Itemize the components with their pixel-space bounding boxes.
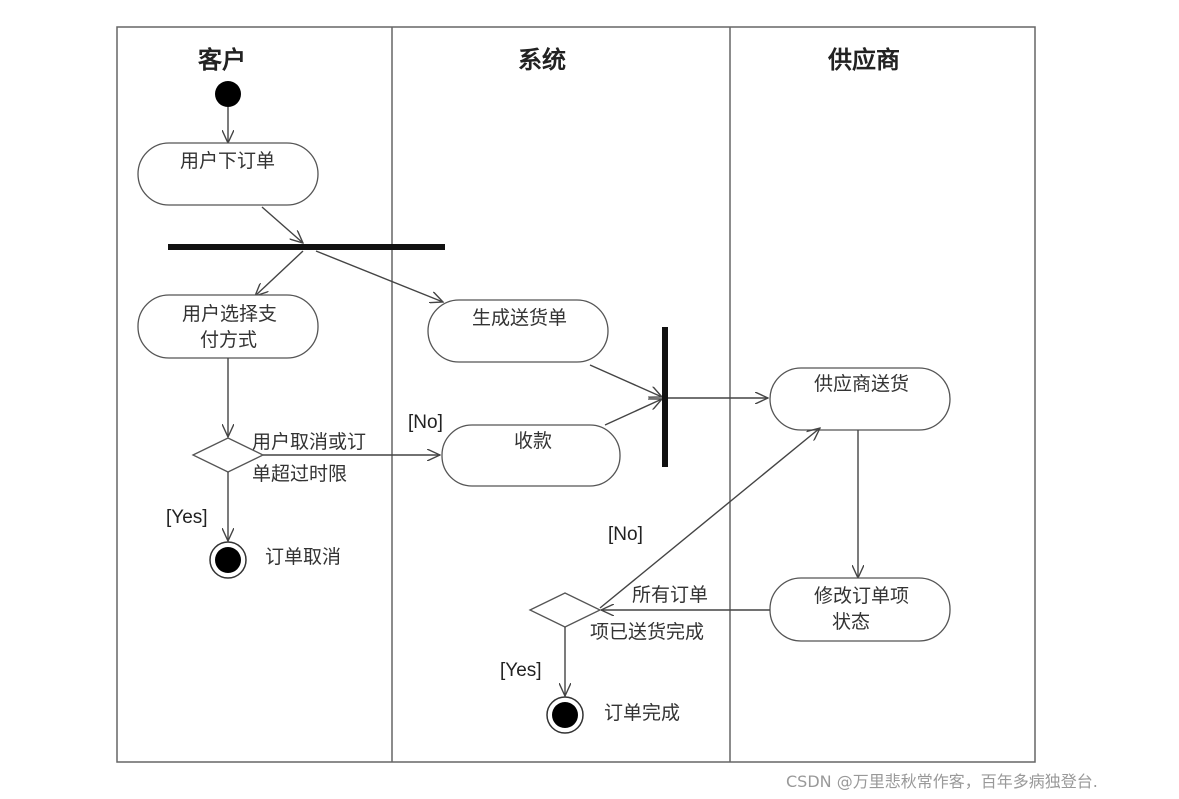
activity-label: 付方式 (200, 329, 257, 351)
watermark: CSDN @万里悲秋常作客，百年多病独登台. (786, 772, 1098, 791)
final-node-completed-core (552, 702, 578, 728)
edge (255, 250, 304, 296)
activity-label: 生成送货单 (472, 307, 567, 329)
activity-label: 状态 (832, 611, 870, 633)
final-label: 订单取消 (265, 546, 341, 568)
activity-label: 供应商送货 (814, 373, 909, 395)
edge (589, 364, 662, 397)
activity-generate-delivery (427, 299, 609, 363)
guard-no: [No] (608, 524, 643, 545)
final-label: 订单完成 (604, 702, 680, 724)
activity-collect-payment (441, 424, 621, 487)
edge (599, 428, 820, 609)
guard-label: 单超过时限 (252, 463, 347, 485)
final-node-cancelled-core (215, 547, 241, 573)
activity-label: 收款 (514, 430, 552, 452)
activity-label: 用户下订单 (180, 150, 275, 172)
edge (315, 250, 443, 302)
edge (261, 206, 303, 243)
edge (604, 399, 662, 426)
activity-label: 修改订单项 (814, 585, 909, 607)
fork-bar (168, 244, 445, 250)
lane-header-supplier: 供应商 (827, 45, 900, 74)
guard-label: 项已送货完成 (590, 621, 704, 643)
initial-node (215, 81, 241, 107)
diagram-frame (116, 26, 1036, 763)
join-bar (662, 327, 668, 467)
guard-yes: [Yes] (500, 660, 542, 681)
activity-label: 用户选择支 (182, 303, 277, 325)
activity-place-order (137, 142, 319, 206)
lane-header-customer: 客户 (198, 45, 246, 74)
guard-label: 用户取消或订 (252, 431, 366, 453)
decision-complete (528, 592, 602, 628)
activity-supplier-delivery (769, 367, 951, 431)
guard-no: [No] (408, 412, 443, 433)
lane-header-system: 系统 (518, 45, 566, 74)
guard-label: 所有订单 (632, 584, 708, 606)
guard-yes: [Yes] (166, 507, 208, 528)
